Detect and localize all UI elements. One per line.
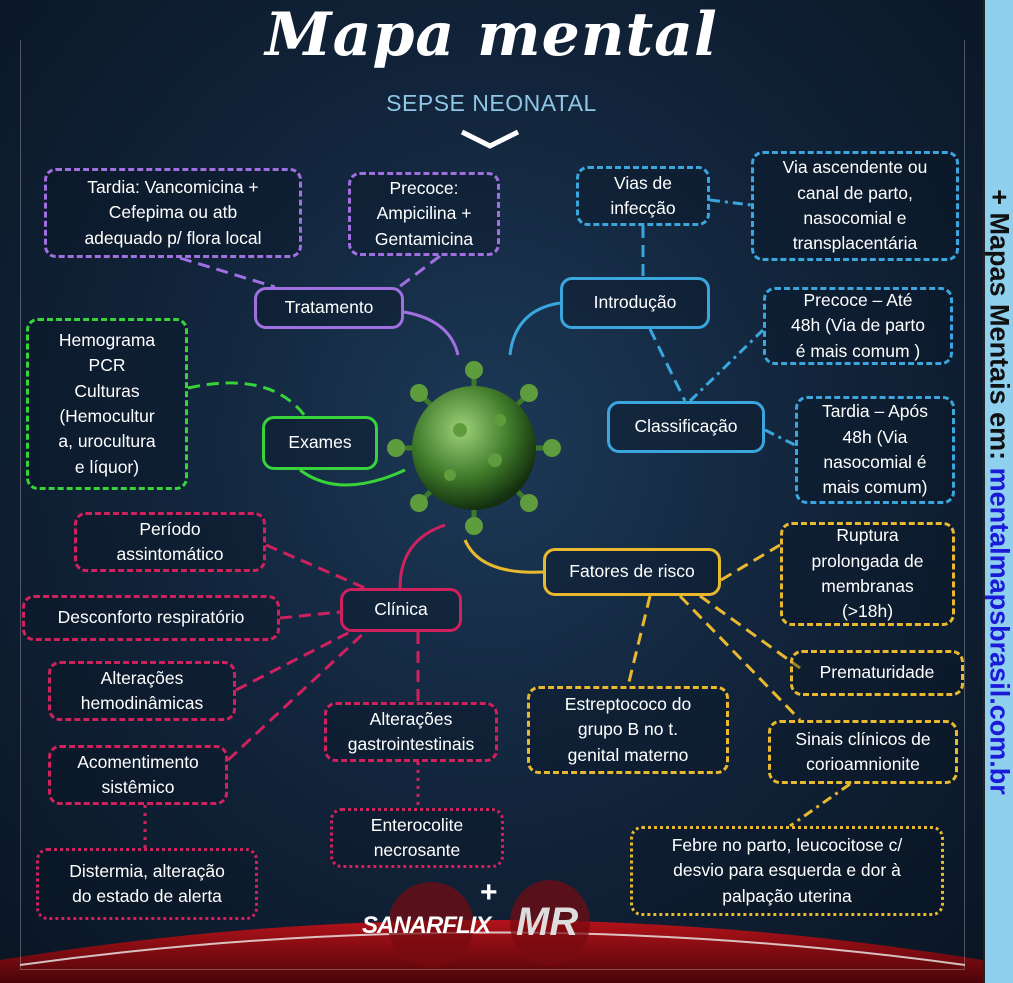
node-febre-parto: Febre no parto, leucocitose c/ desvio pa… — [630, 826, 944, 916]
node-enterocolite: Enterocolite necrosante — [330, 808, 504, 868]
node-classificacao: Classificação — [607, 401, 765, 453]
node-tratamento: Tratamento — [254, 287, 404, 329]
node-desconforto-respiratorio: Desconforto respiratório — [22, 595, 280, 641]
node-exames-lista: Hemograma PCR Culturas (Hemocultur a, ur… — [26, 318, 188, 490]
page-title: Mapa mental — [265, 0, 718, 70]
node-alteracoes-hemodinamicas: Alterações hemodinâmicas — [48, 661, 236, 721]
page-subtitle: SEPSE NEONATAL — [386, 90, 597, 116]
connectors — [143, 129, 851, 848]
node-tratamento-tardia: Tardia: Vancomicina + Cefepima ou atb ad… — [44, 168, 302, 258]
node-clinica: Clínica — [340, 588, 462, 632]
node-periodo-assintomatico: Período assintomático — [74, 512, 266, 572]
sanarflix-logo-bg — [388, 882, 474, 968]
node-exames: Exames — [262, 416, 378, 470]
node-estreptococo: Estreptococo do grupo B no t. genital ma… — [527, 686, 729, 774]
mr-logo: MR — [516, 900, 579, 944]
node-acometimento-sistemico: Acomentimento sistêmico — [48, 745, 228, 805]
virus-illustration — [387, 361, 561, 535]
node-tratamento-precoce: Precoce: Ampicilina + Gentamicina — [348, 172, 500, 256]
node-ruptura-membranas: Ruptura prolongada de membranas (>18h) — [780, 522, 955, 626]
node-distermia: Distermia, alteração do estado de alerta — [36, 848, 258, 920]
mind-map-canvas: Mapa mental SEPSE NEONATAL — [0, 0, 983, 983]
chevron-down-icon — [460, 129, 520, 149]
plus-icon: + — [480, 876, 498, 909]
node-fatores-de-risco: Fatores de risco — [543, 548, 721, 596]
node-introducao: Introdução — [560, 277, 710, 329]
bottom-decoration — [0, 920, 983, 983]
sidebar-prefix: + Mapas Mentais em: — [984, 188, 1013, 468]
node-classificacao-precoce: Precoce – Até 48h (Via de parto é mais c… — [763, 287, 953, 365]
node-classificacao-tardia: Tardia – Após 48h (Via nasocomial é mais… — [795, 396, 955, 504]
node-prematuridade: Prematuridade — [790, 650, 964, 696]
node-vias-infeccao: Vias de infecção — [576, 166, 710, 226]
sidebar-url-link[interactable]: mentalmapsbrasil.com.br — [984, 467, 1013, 795]
node-sinais-corioamnionite: Sinais clínicos de corioamnionite — [768, 720, 958, 784]
mr-logo-bg — [510, 880, 590, 966]
sanarflix-logo: SANARFLIX — [362, 912, 491, 939]
node-alteracoes-gastrointestinais: Alterações gastrointestinais — [324, 702, 498, 762]
node-vias-descricao: Via ascendente ou canal de parto, nasoco… — [751, 151, 959, 261]
sidebar-banner: + Mapas Mentais em: mentalmapsbrasil.com… — [983, 0, 1013, 983]
frame — [20, 40, 965, 970]
